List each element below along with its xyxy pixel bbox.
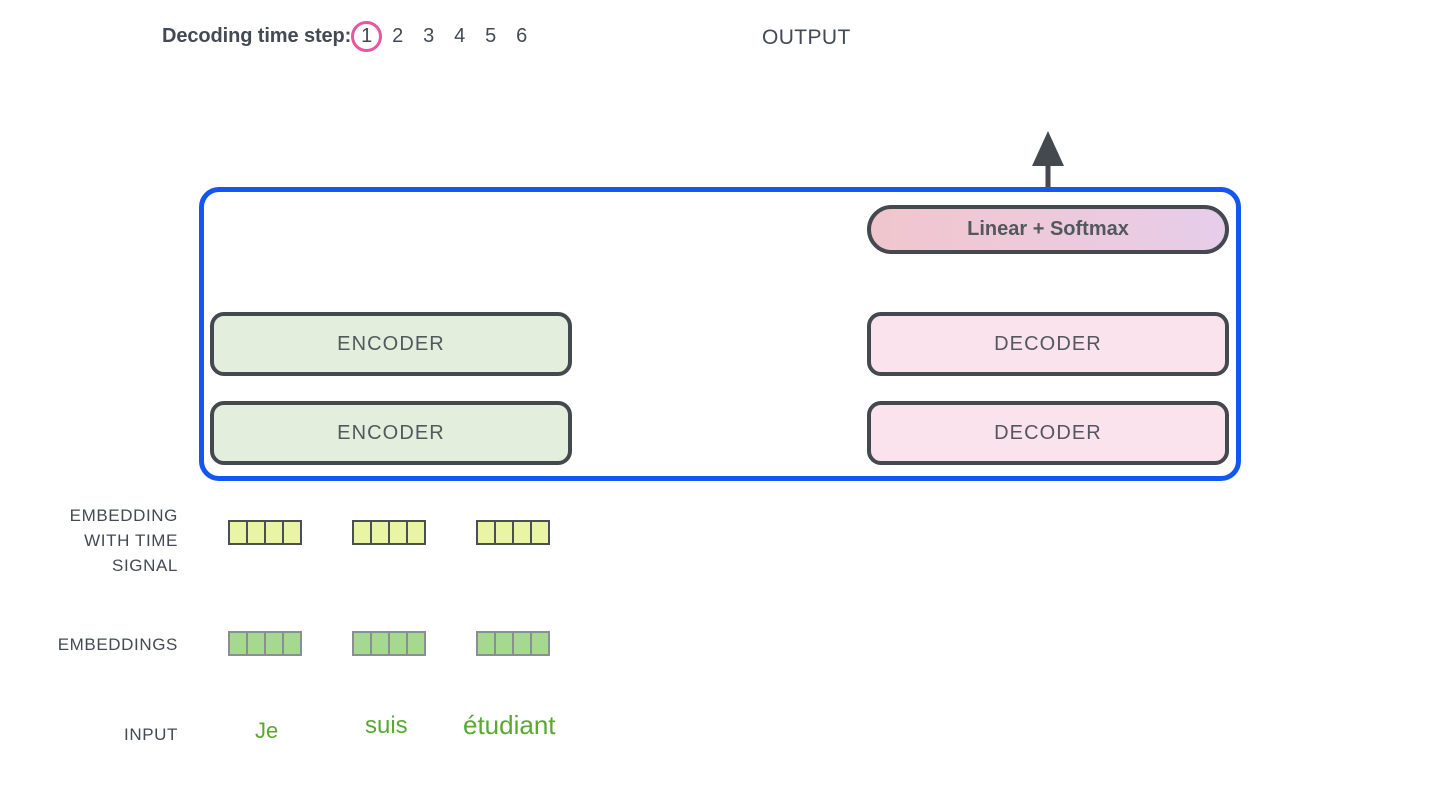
vector-cell — [352, 520, 372, 545]
vector-cell — [406, 520, 426, 545]
vector-cell — [246, 631, 266, 656]
embedding-time-line-3: SIGNAL — [112, 556, 178, 575]
time-signal-vector-token-1 — [228, 520, 302, 545]
vector-cell — [228, 631, 248, 656]
vector-cell — [494, 520, 514, 545]
decoding-timestep-label: Decoding time step: — [162, 24, 352, 47]
embedding-time-line-2: WITH TIME — [84, 531, 178, 550]
embedding-vector-token-2 — [352, 631, 426, 656]
timestep-option-1[interactable]: 1 — [351, 20, 383, 52]
vector-cell — [264, 520, 284, 545]
time-signal-vector-token-3 — [476, 520, 550, 545]
vector-cell — [530, 631, 550, 656]
vector-cell — [388, 631, 408, 656]
timestep-option-2[interactable]: 2 — [392, 24, 404, 47]
embedding-vector-token-1 — [228, 631, 302, 656]
timestep-option-5[interactable]: 5 — [485, 24, 497, 47]
vector-cell — [246, 520, 266, 545]
vector-cell — [530, 520, 550, 545]
vector-cell — [264, 631, 284, 656]
encoder-block-top[interactable]: ENCODER — [210, 312, 572, 376]
input-token-3: étudiant — [463, 710, 556, 740]
vector-cell — [282, 520, 302, 545]
linear-softmax-block[interactable]: Linear + Softmax — [867, 205, 1229, 254]
embedding-vector-token-3 — [476, 631, 550, 656]
embedding-time-line-1: EMBEDDING — [69, 506, 178, 525]
decoder-block-top[interactable]: DECODER — [867, 312, 1229, 376]
decoder-block-bottom[interactable]: DECODER — [867, 401, 1229, 465]
decoding-timestep-row: Decoding time step: 1 2 3 4 5 6 — [162, 20, 537, 52]
vector-cell — [282, 631, 302, 656]
vector-cell — [512, 631, 532, 656]
time-signal-vector-token-2 — [352, 520, 426, 545]
embeddings-label: EMBEDDINGS — [57, 635, 178, 654]
vector-cell — [228, 520, 248, 545]
vector-cell — [476, 631, 496, 656]
encoder-block-bottom[interactable]: ENCODER — [210, 401, 572, 465]
timestep-option-4[interactable]: 4 — [454, 24, 466, 47]
input-token-2: suis — [365, 712, 408, 739]
input-label: INPUT — [124, 725, 178, 744]
vector-cell — [406, 631, 426, 656]
embedding-with-time-signal-label: EMBEDDING WITH TIME SIGNAL — [0, 503, 178, 578]
timestep-option-3[interactable]: 3 — [423, 24, 435, 47]
vector-cell — [512, 520, 532, 545]
vector-cell — [494, 631, 514, 656]
timestep-option-6[interactable]: 6 — [516, 24, 528, 47]
vector-cell — [370, 520, 390, 545]
vector-cell — [352, 631, 372, 656]
vector-cell — [388, 520, 408, 545]
output-label: OUTPUT — [762, 26, 851, 49]
vector-cell — [476, 520, 496, 545]
input-token-1: Je — [255, 718, 279, 743]
vector-cell — [370, 631, 390, 656]
